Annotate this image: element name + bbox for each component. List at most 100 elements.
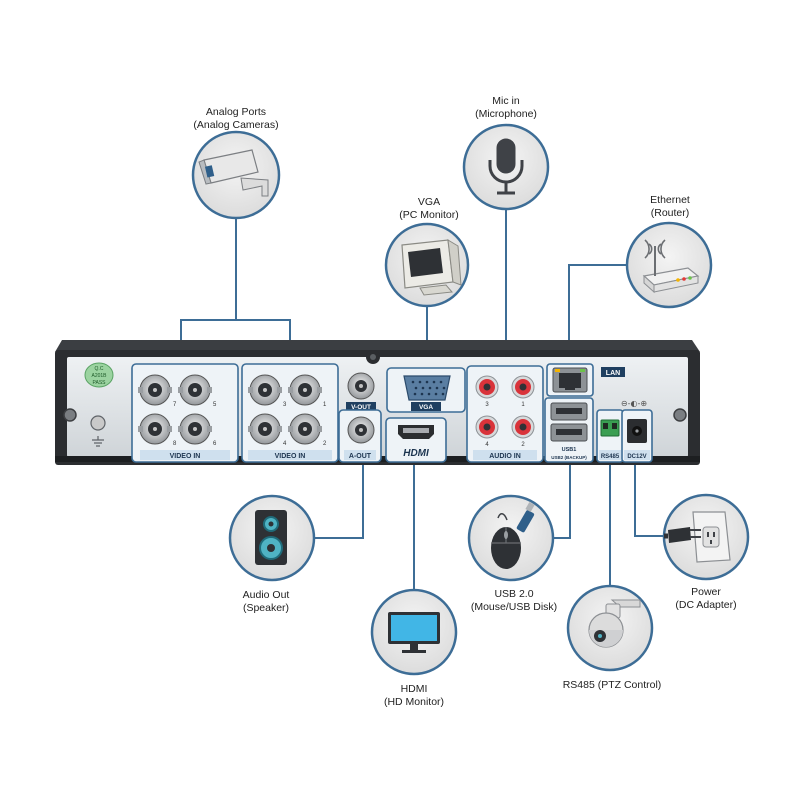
vga-monitor-callout — [384, 222, 470, 308]
rca-audio-port: 2 — [511, 415, 535, 448]
power-subtitle: (DC Adapter) — [675, 599, 737, 611]
video-in-label-2: VIDEO IN — [275, 453, 306, 460]
audio-out-label: Audio Out (Speaker) — [243, 589, 290, 615]
video-in-label-1: VIDEO IN — [170, 453, 201, 460]
rca-audio-port: 3 — [475, 375, 499, 408]
usb1-label: USB1 — [562, 447, 577, 453]
rs485-label: RS485 — [601, 454, 620, 460]
v-out-bnc-port: V-OUT — [346, 372, 376, 411]
bnc-video-port: 2 — [288, 413, 327, 447]
power-callout — [662, 493, 750, 581]
analog-ports-subtitle: (Analog Cameras) — [193, 119, 279, 131]
ethernet-subtitle: (Router) — [650, 207, 690, 219]
channel-number: 3 — [283, 402, 287, 408]
bnc-video-port: 8 — [138, 413, 177, 447]
chassis-top — [55, 340, 700, 352]
dc12v-label: DC12V — [627, 454, 646, 460]
hd-monitor-callout — [370, 588, 458, 676]
usb-title: USB 2.0 — [494, 588, 534, 600]
a-out-port: A-OUT — [338, 409, 382, 463]
hdmi-title: HDMI — [400, 683, 428, 695]
hdmi-logo: HDMI — [403, 448, 429, 459]
rs485-callout-label: RS485 (PTZ Control) — [563, 679, 662, 692]
channel-number: 1 — [521, 402, 525, 408]
hdmi-port: HDMI — [385, 417, 447, 463]
channel-number: 7 — [173, 402, 177, 408]
rs485-title: RS485 (PTZ Control) — [562, 679, 662, 691]
power-callout-label: Power (DC Adapter) — [675, 586, 736, 612]
mic-in-title: Mic in — [492, 95, 520, 107]
channel-number: 2 — [323, 441, 327, 447]
usb-disk-icon — [516, 502, 535, 533]
v-out-label: V-OUT — [351, 404, 371, 411]
channel-number: 5 — [213, 402, 217, 408]
dc-power-port: ⊖-◐-⊕ DC12V — [621, 399, 653, 463]
dvr-rear-panel: Q.C A201B PASS VIDEO IN 7 5 8 6 VIDEO IN 3 1… — [55, 340, 700, 465]
vga-callout-label: VGA (PC Monitor) — [399, 196, 459, 222]
bnc-video-port: 3 — [248, 374, 287, 408]
channel-number: 1 — [323, 402, 327, 408]
rca-audio-port: 4 — [475, 415, 499, 448]
flat-monitor-icon — [388, 612, 440, 653]
mic-in-label: Mic in (Microphone) — [475, 95, 537, 121]
video-in-group-1: VIDEO IN 7 5 8 6 — [131, 363, 239, 463]
video-in-group-2: VIDEO IN 3 1 4 2 — [241, 363, 339, 463]
power-connector — [634, 465, 665, 537]
vga-title: VGA — [417, 196, 441, 208]
analog-ports-title: Analog Ports — [205, 106, 267, 118]
mouse-icon — [491, 513, 521, 569]
screw-icon — [63, 408, 77, 422]
ptz-dome-camera-icon — [588, 599, 641, 648]
channel-number: 6 — [213, 441, 217, 447]
ethernet-title: Ethernet — [650, 194, 690, 206]
lan-port: LAN — [546, 363, 625, 397]
channel-number: 4 — [283, 441, 287, 447]
analog-ports-label: Analog Ports (Analog Cameras) — [193, 106, 278, 132]
analog-camera-callout — [191, 130, 281, 220]
channel-number: 3 — [485, 402, 489, 408]
audio-in-group: AUDIO IN 3 1 4 2 — [466, 365, 544, 463]
ethernet-connector — [568, 264, 628, 365]
qc-sticker: Q.C A201B PASS — [84, 362, 114, 388]
power-title: Power — [691, 586, 721, 598]
bnc-video-port: 7 — [138, 374, 177, 408]
router-callout — [625, 221, 713, 309]
qc-line-3: PASS — [93, 380, 107, 386]
audio-in-label: AUDIO IN — [489, 453, 521, 460]
usb-ports: USB1 USB2 (BACKUP) — [544, 397, 594, 463]
power-outlet-icon — [664, 511, 731, 563]
microphone-icon — [488, 138, 524, 195]
vga-subtitle: (PC Monitor) — [399, 209, 459, 221]
a-out-label: A-OUT — [349, 453, 372, 460]
mic-in-subtitle: (Microphone) — [475, 108, 537, 120]
vga-port: VGA — [386, 367, 466, 413]
rca-audio-port: 1 — [511, 375, 535, 408]
bnc-video-port: 6 — [178, 413, 217, 447]
cctv-camera-icon — [198, 149, 269, 197]
channel-number: 8 — [173, 441, 177, 447]
bnc-video-port: 4 — [248, 413, 287, 447]
speaker-icon — [255, 510, 287, 565]
qc-line-2: A201B — [91, 373, 107, 379]
channel-number: 2 — [521, 442, 525, 448]
lan-label: LAN — [606, 370, 620, 377]
audio-out-connector — [315, 465, 364, 539]
ethernet-label: Ethernet (Router) — [650, 194, 690, 220]
usb-mouse-callout — [467, 494, 555, 582]
usb-callout-label: USB 2.0 (Mouse/USB Disk) — [471, 588, 557, 614]
bnc-video-port: 5 — [178, 374, 217, 408]
vga-label: VGA — [419, 404, 433, 411]
ptz-camera-callout — [566, 584, 654, 672]
hdmi-callout-label: HDMI (HD Monitor) — [384, 683, 444, 709]
audio-out-subtitle: (Speaker) — [242, 602, 290, 614]
audio-out-title: Audio Out — [242, 589, 290, 601]
bnc-video-port: 1 — [288, 374, 327, 408]
qc-line-1: Q.C — [95, 366, 104, 372]
speaker-callout — [228, 494, 316, 582]
hdmi-subtitle: (HD Monitor) — [383, 696, 445, 708]
usb-connector — [552, 465, 571, 539]
dc-polarity-icon: ⊖-◐-⊕ — [621, 399, 647, 408]
rs485-port: RS485 — [596, 409, 624, 463]
usb2-backup-label: USB2 (BACKUP) — [551, 455, 587, 460]
